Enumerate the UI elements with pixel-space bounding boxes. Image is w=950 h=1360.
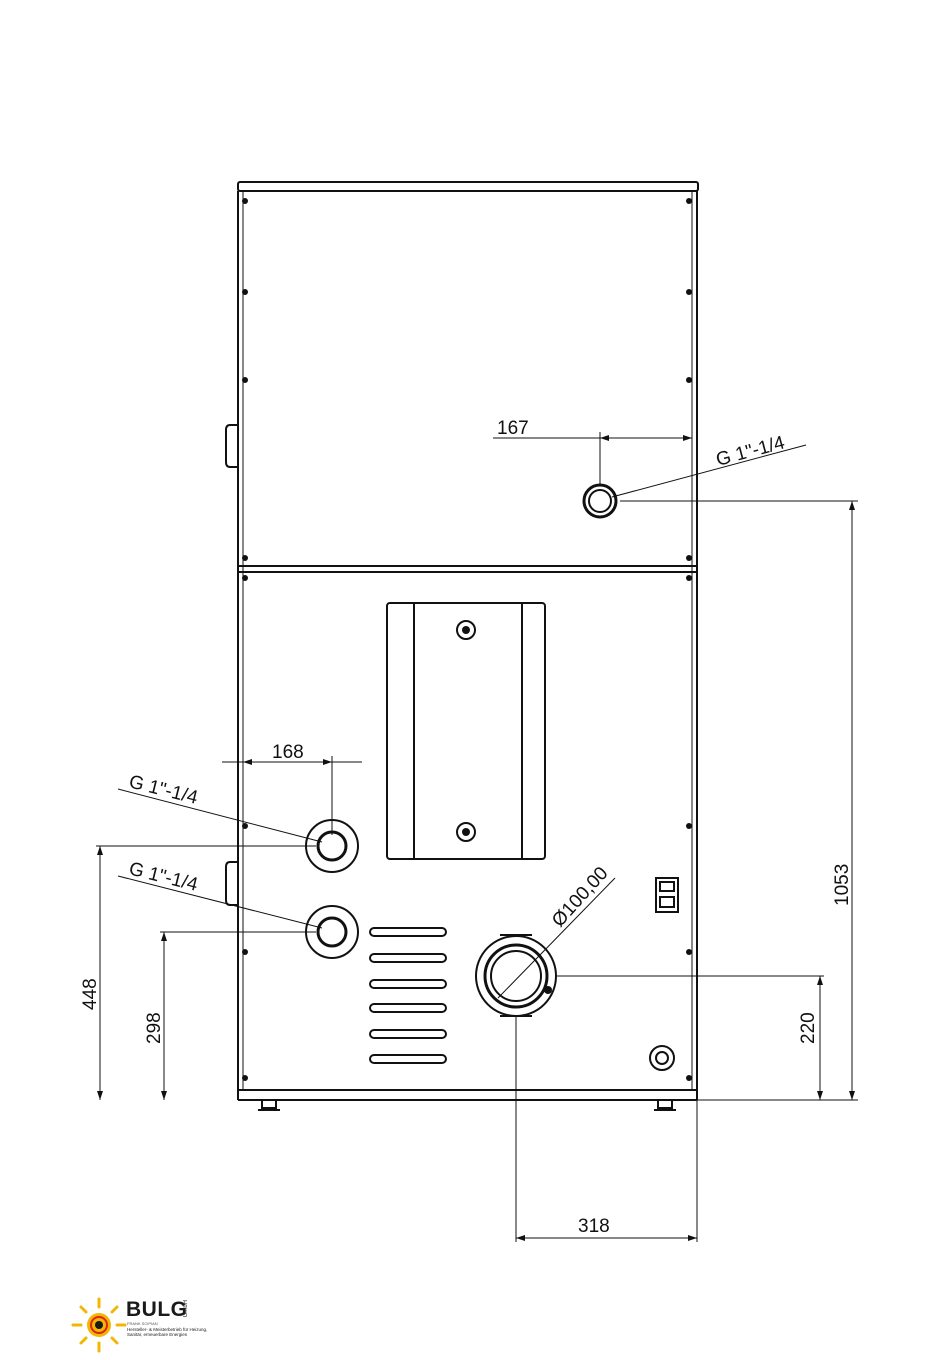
leader-conn-mid: G 1"-1/4 <box>118 771 322 842</box>
logo-tagline: Hersteller- & Meisterbetrieb für Heizung… <box>127 1327 217 1337</box>
logo-owner: FRANK SCIPIAN <box>127 1321 158 1326</box>
dimension-label-1053: 1053 <box>832 864 853 906</box>
company-logo: BULG GmbH FRANK SCIPIAN Hersteller- & Me… <box>70 1296 220 1356</box>
pressure-gauge <box>650 1046 674 1070</box>
dimension-220: 220 <box>556 976 824 1100</box>
sun-logo-icon <box>70 1296 128 1354</box>
dimension-label-168: 168 <box>272 742 304 763</box>
boiler-housing <box>226 182 698 1110</box>
power-switch <box>656 878 678 912</box>
ventilation-slots <box>370 928 446 1063</box>
dimension-448: 448 <box>80 846 316 1100</box>
diameter-label: Ø100,00 <box>548 863 612 931</box>
dimension-label-220: 220 <box>798 1012 819 1044</box>
dimension-label-318: 318 <box>578 1216 610 1237</box>
leader-conn-low: G 1"-1/4 <box>118 858 322 928</box>
connection-top-pipe <box>584 485 616 517</box>
flue-outlet <box>476 935 556 1016</box>
dimension-167: 167 <box>493 418 692 485</box>
leader-conn-top: G 1"-1/4 <box>612 432 806 497</box>
dimension-label-298: 298 <box>144 1012 165 1044</box>
logo-brand: BULG <box>126 1298 188 1322</box>
dimension-1053: 1053 <box>620 501 858 1100</box>
conn-label-low: G 1"-1/4 <box>127 858 201 895</box>
conn-label-mid: G 1"-1/4 <box>127 771 201 808</box>
dimension-label-448: 448 <box>80 978 101 1010</box>
dimension-298: 298 <box>144 932 316 1100</box>
dimension-label-167: 167 <box>497 418 529 439</box>
logo-suffix: GmbH <box>183 1300 189 1317</box>
service-panel <box>387 603 545 859</box>
conn-label-top: G 1"-1/4 <box>714 432 788 471</box>
